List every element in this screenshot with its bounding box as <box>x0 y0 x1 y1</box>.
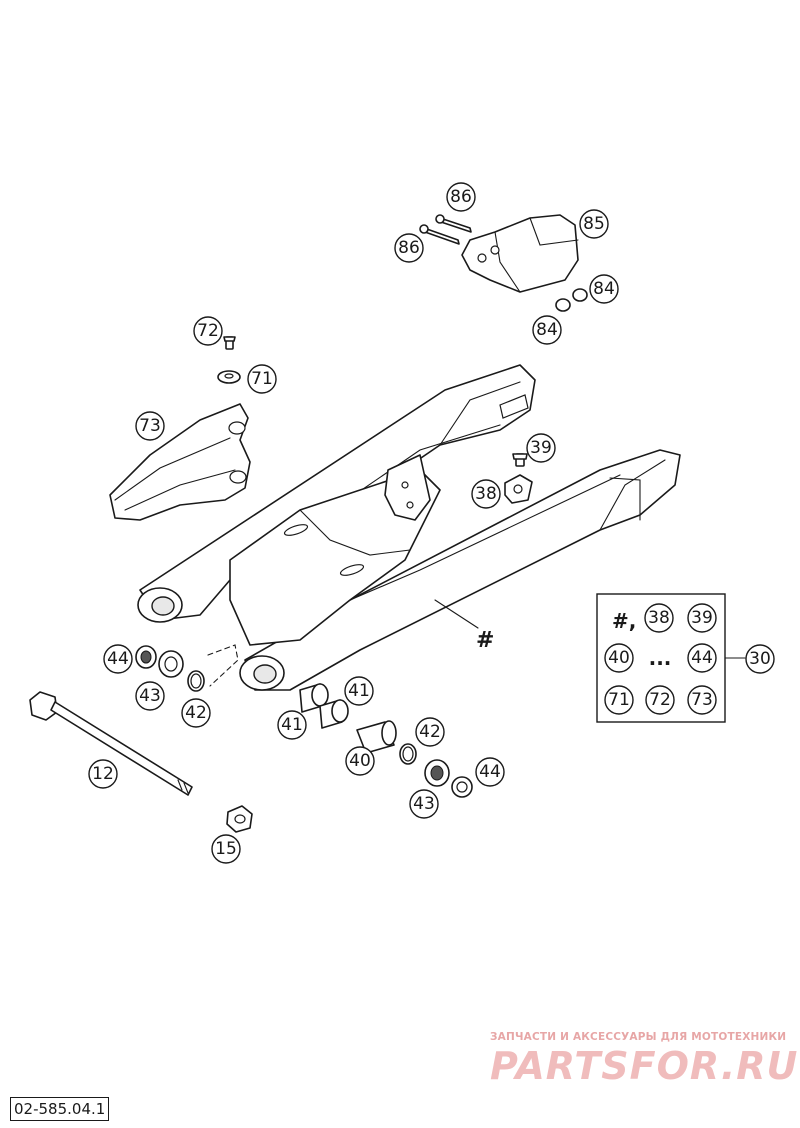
callout-44-right: 44 <box>475 757 505 787</box>
callout-41-lower: 41 <box>277 710 307 740</box>
svg-text:72: 72 <box>649 690 671 710</box>
chain-guide-drawing <box>419 214 588 312</box>
swingarm-marker: # <box>476 628 494 653</box>
callout-42-right: 42 <box>415 717 445 747</box>
watermark-logo: PARTSFOR.RU <box>490 1044 799 1088</box>
svg-text:44: 44 <box>479 762 501 782</box>
callout-40: 40 <box>345 746 375 776</box>
watermark-tagline: ЗАПЧАСТИ И АКСЕССУАРЫ ДЛЯ МОТОТЕХНИКИ <box>490 1031 787 1043</box>
callout-86-left: 86 <box>394 233 424 263</box>
svg-text:86: 86 <box>450 187 472 207</box>
kit-ellipsis: ... <box>649 646 672 670</box>
svg-text:44: 44 <box>107 649 129 669</box>
kit-main-part-marker: #, <box>612 609 636 633</box>
callout-12: 12 <box>88 759 118 789</box>
callout-84-left: 84 <box>532 315 562 345</box>
svg-text:30: 30 <box>749 649 771 669</box>
clamp-drawing <box>504 453 533 504</box>
callout-43-left: 43 <box>135 681 165 711</box>
kit-item-73: 73 <box>687 685 717 715</box>
kit-item-40: 40 <box>604 643 634 673</box>
kit-item-38: 38 <box>644 603 674 633</box>
kit-item-39: 39 <box>687 603 717 633</box>
callout-39: 39 <box>526 433 556 463</box>
svg-text:85: 85 <box>583 214 605 234</box>
svg-text:43: 43 <box>139 686 161 706</box>
callout-44-left: 44 <box>103 644 133 674</box>
svg-text:40: 40 <box>608 648 630 668</box>
svg-text:42: 42 <box>419 722 441 742</box>
callout-43-right: 43 <box>409 789 439 819</box>
svg-text:72: 72 <box>197 321 219 341</box>
callout-72: 72 <box>193 316 223 346</box>
svg-text:86: 86 <box>398 238 420 258</box>
svg-text:12: 12 <box>92 764 114 784</box>
svg-text:15: 15 <box>215 839 237 859</box>
svg-text:38: 38 <box>648 608 670 628</box>
swingarm-drawing <box>137 364 681 691</box>
callout-85: 85 <box>579 209 609 239</box>
svg-text:39: 39 <box>530 438 552 458</box>
pivot-bolt-drawing <box>29 691 253 833</box>
svg-text:40: 40 <box>349 751 371 771</box>
callout-15: 15 <box>211 834 241 864</box>
diagram-id-label: 02-585.04.1 <box>10 1097 110 1121</box>
kit-item-72: 72 <box>645 685 675 715</box>
callout-30: 30 <box>745 644 775 674</box>
callout-73: 73 <box>135 411 165 441</box>
svg-text:42: 42 <box>185 703 207 723</box>
callout-41-upper: 41 <box>344 676 374 706</box>
kit-item-44: 44 <box>687 643 717 673</box>
kit-box: #, 38 39 40 ... 44 71 72 73 <box>596 593 746 723</box>
callout-86-top: 86 <box>446 182 476 212</box>
right-bearing-set-drawing <box>299 683 473 798</box>
svg-text:41: 41 <box>281 715 303 735</box>
svg-text:73: 73 <box>139 416 161 436</box>
callout-71: 71 <box>247 364 277 394</box>
chain-slider-drawing <box>109 336 251 521</box>
svg-text:73: 73 <box>691 690 713 710</box>
callout-42-left: 42 <box>181 698 211 728</box>
callout-38: 38 <box>471 479 501 509</box>
svg-text:38: 38 <box>475 484 497 504</box>
svg-text:39: 39 <box>691 608 713 628</box>
svg-text:84: 84 <box>593 279 615 299</box>
svg-text:43: 43 <box>413 794 435 814</box>
svg-text:71: 71 <box>608 690 630 710</box>
svg-text:41: 41 <box>348 681 370 701</box>
left-bearing-set-drawing <box>135 644 239 692</box>
svg-text:44: 44 <box>691 648 713 668</box>
kit-item-71: 71 <box>604 685 634 715</box>
svg-text:84: 84 <box>536 320 558 340</box>
svg-text:71: 71 <box>251 369 273 389</box>
callout-84-right: 84 <box>589 274 619 304</box>
